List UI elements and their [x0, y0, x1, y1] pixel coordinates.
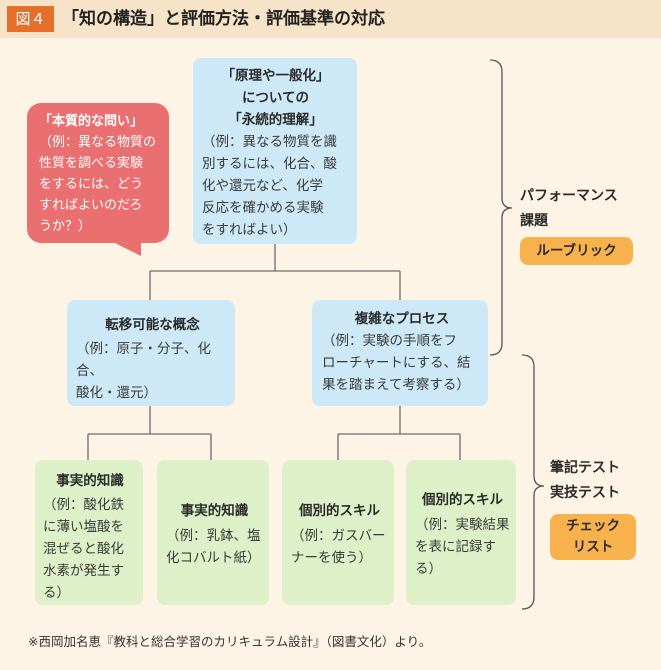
individual-skill-box-1: 個別的スキル （例：ガスバー ナーを使う）: [282, 460, 394, 605]
individual-skill-title-2: 個別的スキル: [422, 492, 503, 508]
enduring-understanding-title: 「原理や一般化」 についての 「永続的理解」: [221, 68, 330, 128]
enduring-understanding-example: （例：異なる物質を識 別するには、化合、酸 化や還元など、化学 反応を確かめる実…: [202, 134, 337, 238]
source-note: ※西岡加名恵『教科と総合学習のカリキュラム設計』（図書文化）より。: [28, 634, 432, 649]
brace-upper: [489, 59, 513, 356]
brace-lower: [521, 354, 545, 610]
factual-knowledge-title-1: 事実的知識: [56, 473, 124, 489]
individual-skill-box-2: 個別的スキル （例：実験結果 を表に記録す る）: [406, 460, 516, 605]
rubric-pill: ルーブリック: [520, 237, 633, 265]
performance-task-label: パフォーマンス 課題: [520, 188, 618, 229]
figure-title: 「知の構造」と評価方法・評価基準の対応: [62, 9, 385, 29]
individual-skill-title-1: 個別的スキル: [299, 503, 380, 519]
factual-knowledge-box-1: 事実的知識 （例：酸化鉄 に薄い塩酸を 混ぜると酸化 水素が発生す る）: [35, 460, 143, 605]
factual-knowledge-box-2: 事実的知識 （例：乳鉢、塩 化コバルト紙）: [157, 460, 269, 605]
figure-header: 図４ 「知の構造」と評価方法・評価基準の対応: [0, 0, 661, 38]
complex-process-title: 複雑なプロセス: [354, 311, 450, 327]
checklist-pill: チェック リスト: [550, 514, 636, 560]
figure-number-badge: 図４: [7, 6, 54, 32]
transferable-concepts-title: 転移可能な概念: [105, 317, 200, 333]
essential-question-title: 「本質的な問い」: [39, 114, 144, 129]
complex-process-box: 複雑なプロセス （例：実験の手順をフ ローチャートにする、結 果を踏まえて考察す…: [312, 300, 488, 406]
essential-question-bubble: 「本質的な問い」 （例：異なる物質の 性質を調べる実験 をするには、どう すれば…: [27, 103, 169, 243]
factual-knowledge-title-2: 事実的知識: [180, 503, 249, 519]
transferable-concepts-box: 転移可能な概念 （例：原子・分子、化合、 酸化・還元）: [67, 300, 235, 406]
written-practical-test-label: 筆記テスト 実技テスト: [550, 460, 620, 501]
bubble-tail: [107, 239, 141, 256]
enduring-understanding-box: 「原理や一般化」 についての 「永続的理解」 （例：異なる物質を識 別するには、…: [193, 58, 357, 244]
